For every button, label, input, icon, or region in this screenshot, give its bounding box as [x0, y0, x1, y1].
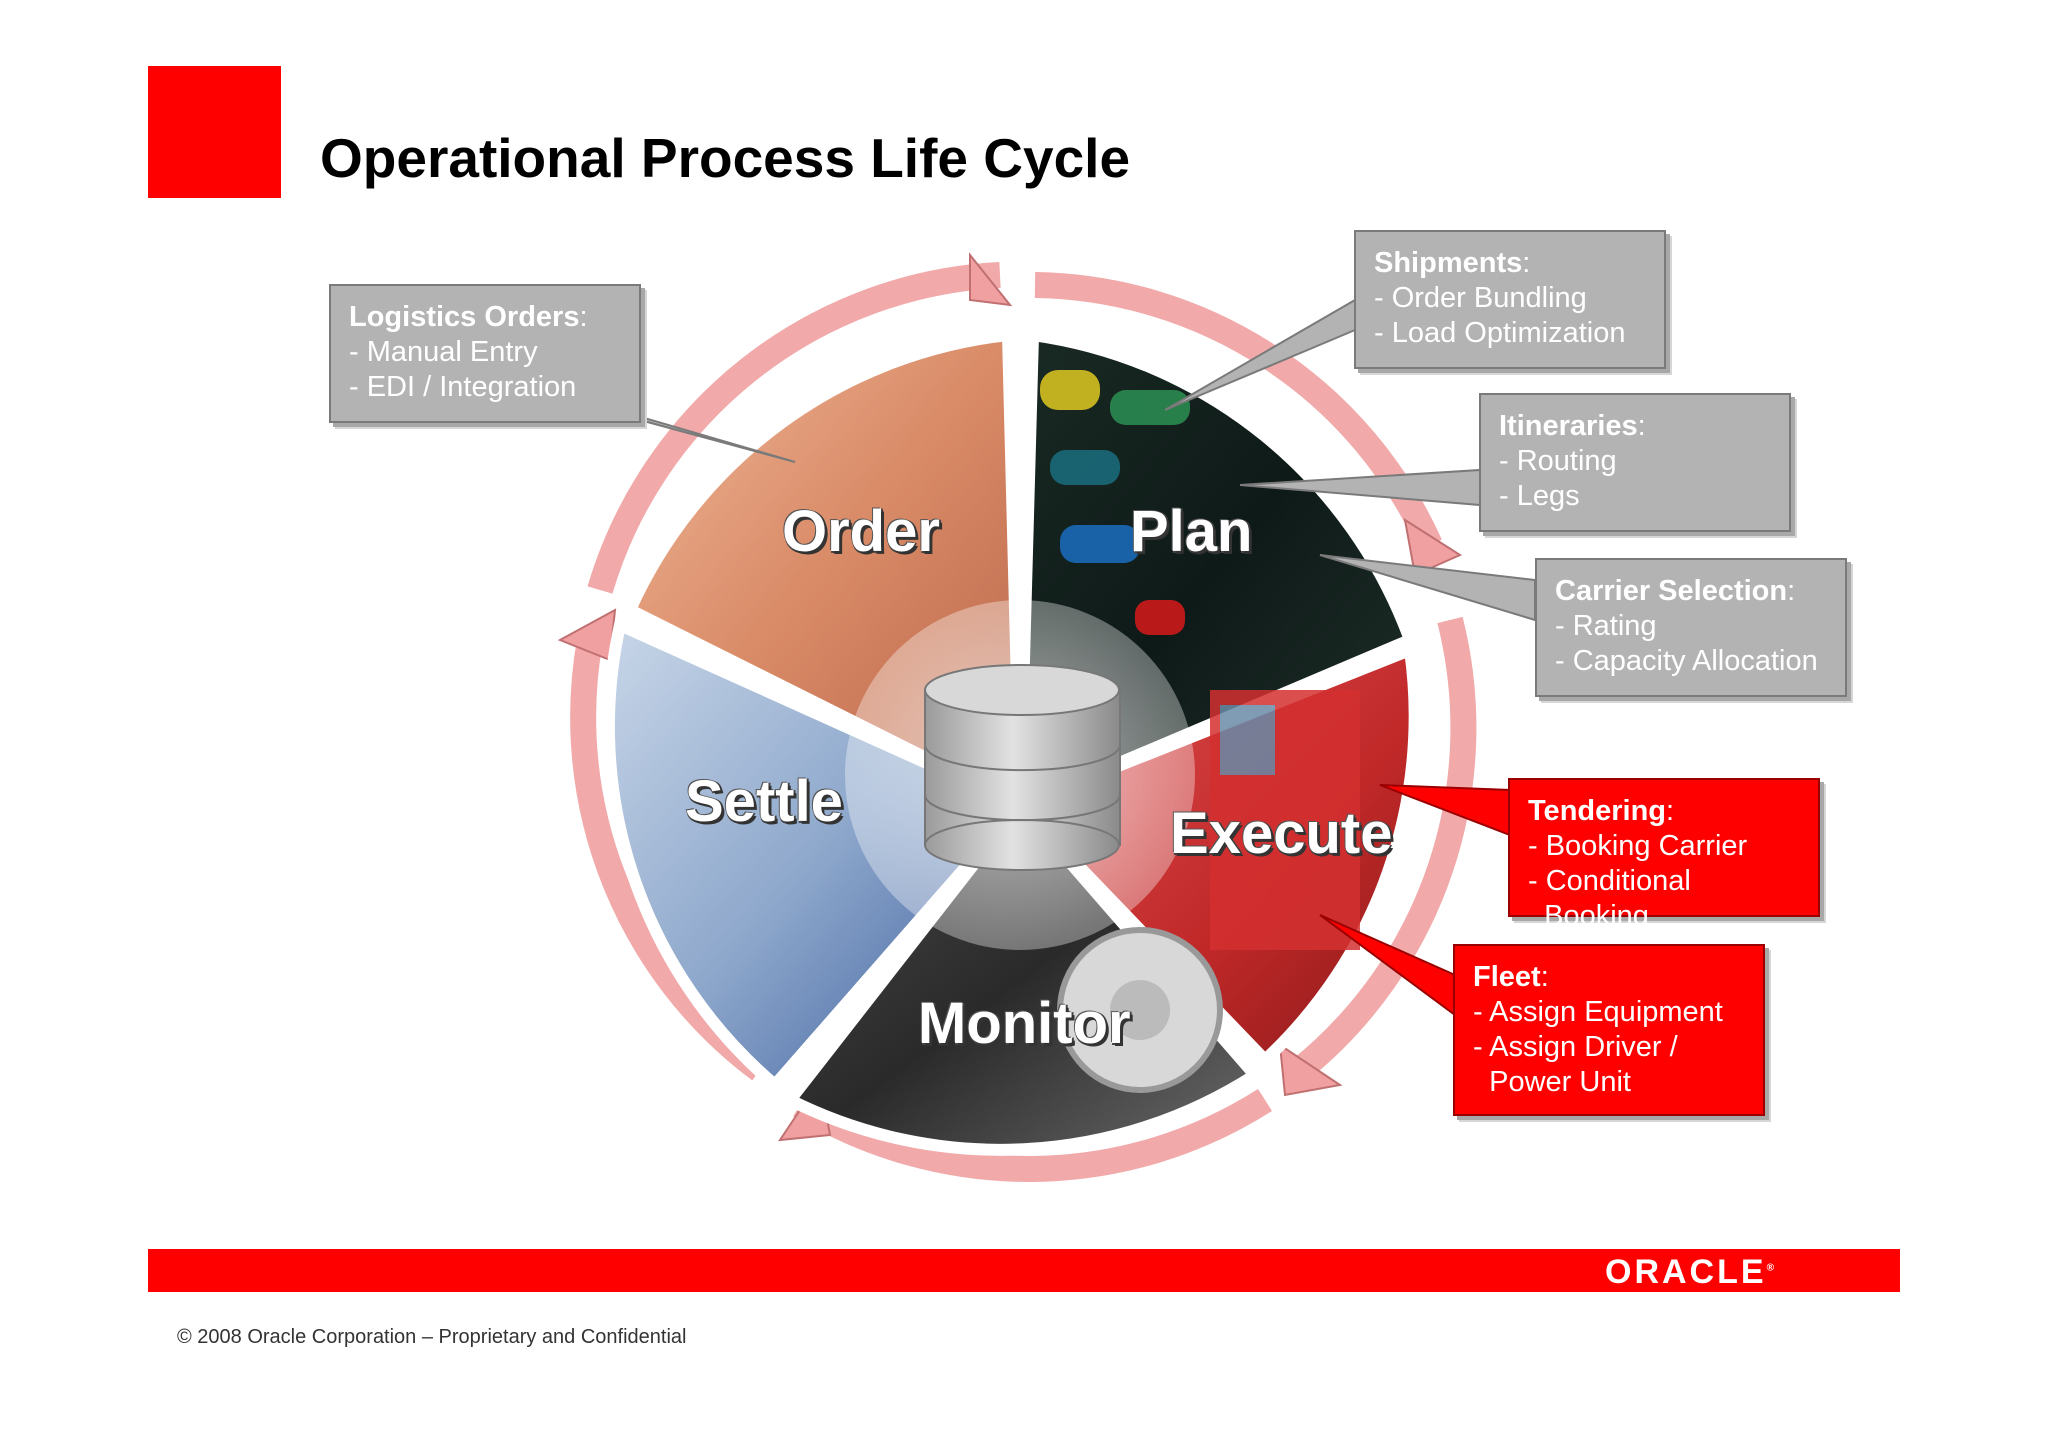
callout-heading: Fleet	[1473, 961, 1541, 993]
arrowhead-execute-icon	[1278, 1042, 1343, 1097]
arrowhead-plan-icon	[1403, 517, 1463, 577]
callout-line: - Load Optimization	[1374, 317, 1626, 349]
segment-label-plan: Plan	[1130, 499, 1253, 564]
callout-heading: Itineraries	[1499, 410, 1638, 442]
callout-line: - Legs	[1499, 480, 1580, 512]
monitor-wheel-texture	[1057, 927, 1223, 1093]
callout-line: - Booking Carrier	[1528, 830, 1748, 862]
callout-heading: Shipments	[1374, 247, 1523, 279]
callout-heading: Carrier Selection	[1555, 575, 1788, 607]
callout-line: - Capacity Allocation	[1555, 645, 1818, 677]
callout-line: Booking	[1528, 900, 1649, 932]
database-icon	[924, 664, 1121, 871]
oracle-logo: ORACLE®	[1605, 1253, 1774, 1292]
segment-label-settle: Settle	[685, 769, 843, 834]
plan-tubes-texture	[1040, 370, 1190, 635]
segment-label-monitor: Monitor	[918, 991, 1131, 1056]
callout-line: - Manual Entry	[349, 336, 538, 368]
callout-line: - Assign Driver /	[1473, 1031, 1678, 1063]
callout-shipments: Shipments: - Order Bundling - Load Optim…	[1354, 230, 1666, 369]
execute-truck-texture	[1210, 690, 1360, 950]
callout-line: - Assign Equipment	[1473, 996, 1723, 1028]
callout-line: - Rating	[1555, 610, 1657, 642]
callout-tendering: Tendering: - Booking Carrier - Condition…	[1508, 778, 1820, 932]
callout-itineraries: Itineraries: - Routing - Legs	[1479, 393, 1791, 532]
oracle-logo-text: ORACLE	[1605, 1253, 1767, 1291]
oracle-logo-mark: ®	[1766, 1262, 1774, 1274]
callout-carrier-selection: Carrier Selection: - Rating - Capacity A…	[1535, 558, 1847, 697]
callout-fleet: Fleet: - Assign Equipment - Assign Drive…	[1453, 944, 1765, 1116]
segment-label-order: Order	[782, 499, 940, 564]
callout-line: Power Unit	[1473, 1066, 1631, 1098]
callout-line: - Routing	[1499, 445, 1617, 477]
segment-settle	[602, 616, 1030, 1094]
ring-arc-execute	[1291, 616, 1477, 1081]
ring-arc-monitor	[793, 1089, 1272, 1182]
callout-heading: Tendering	[1528, 795, 1667, 827]
footer-bar	[148, 1249, 1900, 1292]
callout-line: - EDI / Integration	[349, 371, 577, 403]
arrowhead-order-icon	[969, 252, 1013, 307]
ring-arc-order	[587, 262, 1001, 594]
brand-square	[148, 66, 281, 198]
callout-heading: Logistics Orders	[349, 301, 580, 333]
callout-logistics-orders: Logistics Orders: - Manual Entry - EDI /…	[329, 284, 641, 423]
callout-line: - Order Bundling	[1374, 282, 1587, 314]
segment-label-execute: Execute	[1170, 801, 1393, 866]
callout-line: - Conditional	[1528, 865, 1691, 897]
page-title: Operational Process Life Cycle	[320, 127, 1131, 189]
copyright-text: © 2008 Oracle Corporation – Proprietary …	[177, 1326, 687, 1348]
